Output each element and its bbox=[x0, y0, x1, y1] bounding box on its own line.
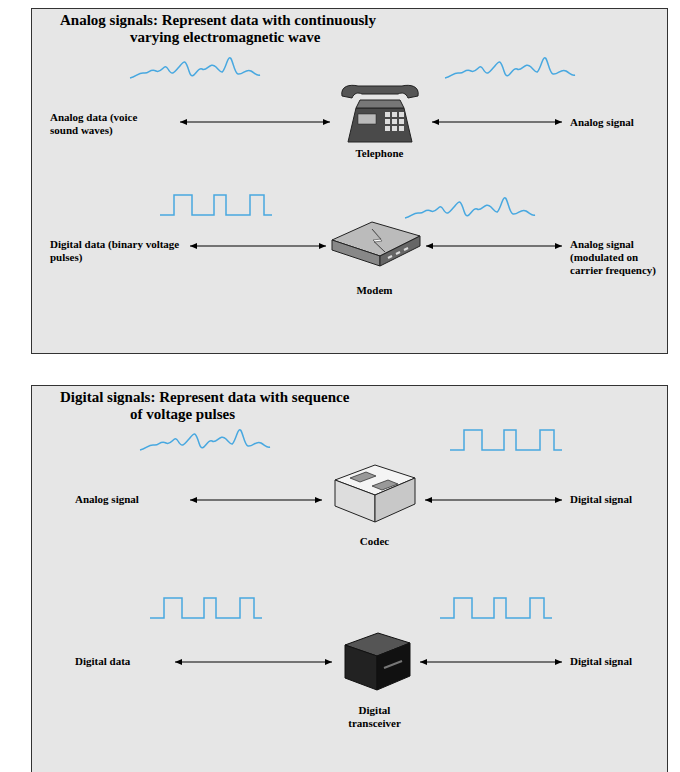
signal-panel: Digital signals: Represent data with seq… bbox=[31, 385, 668, 772]
signal-label: Analog data (voice sound waves) bbox=[50, 111, 165, 137]
signal-label: Analog signal bbox=[570, 116, 634, 129]
signal-label: Digital signal bbox=[570, 655, 632, 668]
signal-label: Digital data (binary voltage pulses) bbox=[50, 238, 180, 264]
codec-icon bbox=[335, 465, 415, 522]
device-label: Codec bbox=[360, 535, 389, 548]
signal-waves bbox=[130, 58, 575, 618]
device-label: Modem bbox=[356, 284, 392, 297]
double-arrows bbox=[175, 122, 562, 662]
panel-heading: Digital signals: Represent data with seq… bbox=[60, 389, 350, 423]
signal-label: Digital data bbox=[75, 655, 130, 668]
signal-label: Analog signal bbox=[75, 493, 139, 506]
signal-label: Digital signal bbox=[570, 493, 632, 506]
signal-panel: Analog signals: Represent data with cont… bbox=[31, 8, 668, 354]
device-label: Telephone bbox=[356, 147, 404, 160]
signal-label: Analog signal (modulated on carrier freq… bbox=[570, 238, 670, 277]
transceiver-icon bbox=[345, 633, 410, 690]
panel-heading: Analog signals: Represent data with cont… bbox=[60, 12, 390, 46]
telephone-icon bbox=[342, 85, 419, 142]
device-label: Digital transceiver bbox=[332, 704, 418, 730]
modem-icon bbox=[332, 222, 420, 266]
